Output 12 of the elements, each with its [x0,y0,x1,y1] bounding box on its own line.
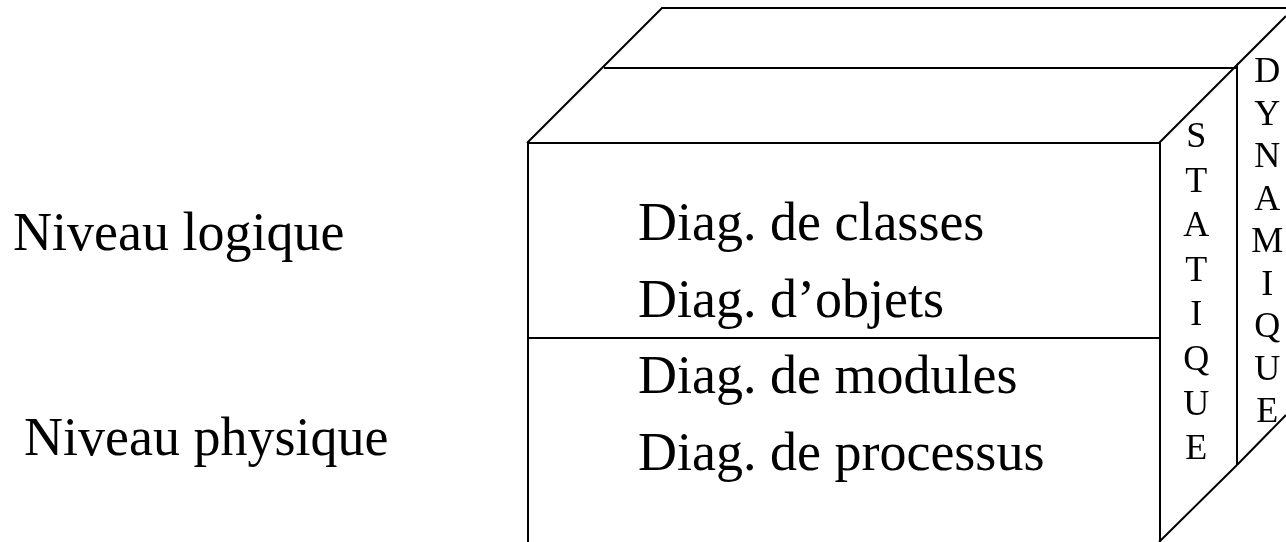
diagram-type-label: Diag. d’objets [638,268,944,331]
side-face-panel [1159,65,1237,542]
diagram-type-label: Diag. de classes [638,191,985,254]
diagram-type-label: Diag. de modules [638,344,1018,407]
side-face-panel [1237,16,1286,465]
level-label: Niveau physique [24,406,389,469]
vertical-label: DYNAMIQUE [1251,49,1284,432]
front-face-panel [527,337,1161,542]
diagram-type-label: Diag. de processus [638,421,1045,484]
level-label: Niveau logique [13,201,345,264]
vertical-label: STATIQUE [1182,114,1211,470]
front-face-panel [527,142,1161,339]
